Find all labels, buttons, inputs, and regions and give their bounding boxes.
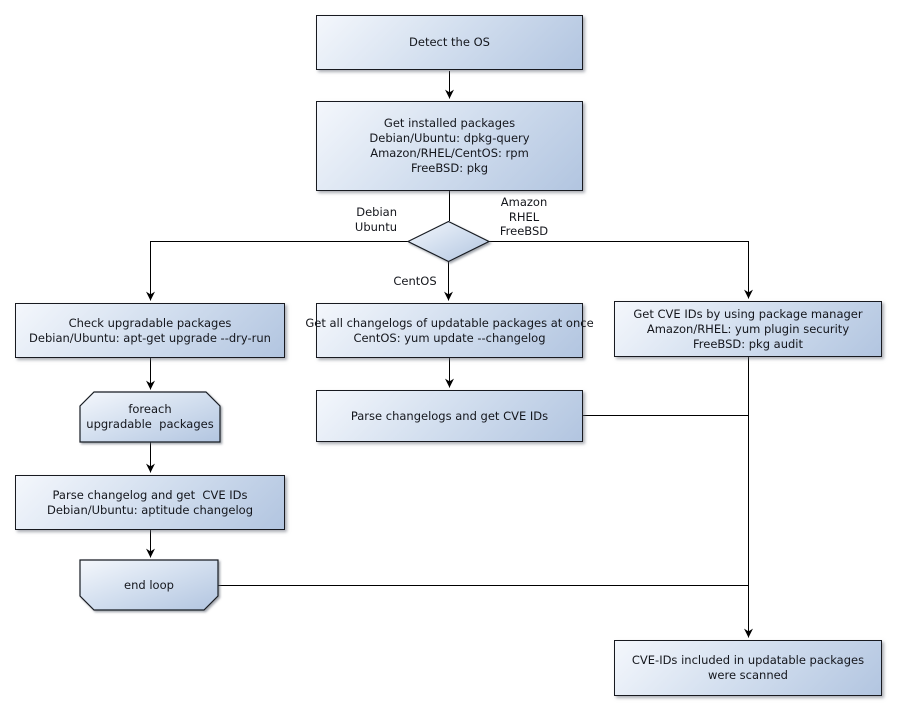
node-parse-changelog-debian: Parse changelog and get CVE IDs Debian/U… bbox=[15, 475, 285, 530]
node-end-loop: end loop bbox=[80, 560, 218, 610]
edge-label-amazon-rhel-freebsd: Amazon RHEL FreeBSD bbox=[499, 195, 549, 238]
node-get-all-changelogs: Get all changelogs of updatable packages… bbox=[305, 303, 594, 358]
node-detect-os: Detect the OS bbox=[316, 15, 583, 70]
node-label: Debian/Ubuntu: apt-get upgrade --dry-run bbox=[29, 330, 271, 345]
edge-decision-to-right bbox=[489, 241, 753, 299]
node-label: FreeBSD: pkg bbox=[410, 161, 489, 175]
edge-label-debian-ubuntu: Debian Ubuntu bbox=[354, 205, 397, 234]
node-label: CVE-IDs included in updatable packages bbox=[631, 653, 865, 667]
node-label: end loop bbox=[124, 577, 174, 592]
node-label: Parse changelog and get CVE IDs bbox=[52, 487, 248, 502]
node-label: Get installed packages bbox=[383, 116, 516, 130]
node-cve-ids-scanned: CVE-IDs included in updatable packages w… bbox=[614, 640, 882, 696]
node-get-installed-packages: Get installed packages Debian/Ubuntu: dp… bbox=[316, 101, 583, 191]
node-label: foreach bbox=[128, 402, 172, 416]
node-label: were scanned bbox=[707, 668, 788, 682]
node-label: Amazon/RHEL: yum plugin security bbox=[646, 321, 850, 336]
node-label: Get all changelogs of updatable packages… bbox=[305, 315, 594, 330]
node-label: Get CVE IDs by using package manager bbox=[633, 306, 863, 321]
node-foreach-loop-start: foreach upgradable packages bbox=[80, 392, 220, 442]
node-label: Amazon/RHEL/CentOS: rpm bbox=[370, 146, 529, 160]
node-check-upgradable-packages: Check upgradable packages Debian/Ubuntu:… bbox=[15, 303, 285, 358]
node-label: upgradable packages bbox=[86, 417, 214, 431]
node-label: Debian/Ubuntu: dpkg-query bbox=[369, 131, 530, 145]
node-label: Detect the OS bbox=[409, 35, 490, 49]
edge-decision-to-left bbox=[146, 241, 408, 301]
node-label: FreeBSD: pkg audit bbox=[692, 336, 804, 351]
node-label: Debian/Ubuntu: aptitude changelog bbox=[47, 502, 253, 517]
node-label: CentOS: yum update --changelog bbox=[353, 330, 546, 345]
edge-label-centos: CentOS bbox=[393, 274, 437, 288]
foreach-loop-shape bbox=[79, 391, 221, 443]
node-label: Parse changelogs and get CVE IDs bbox=[350, 408, 549, 423]
end-loop-shape bbox=[79, 559, 219, 611]
node-get-cve-ids-package-manager: Get CVE IDs by using package manager Ama… bbox=[614, 301, 882, 357]
decision-diamond-shape bbox=[406, 220, 491, 263]
node-parse-changelogs-centos: Parse changelogs and get CVE IDs bbox=[316, 390, 583, 442]
node-label: Check upgradable packages bbox=[68, 315, 232, 330]
